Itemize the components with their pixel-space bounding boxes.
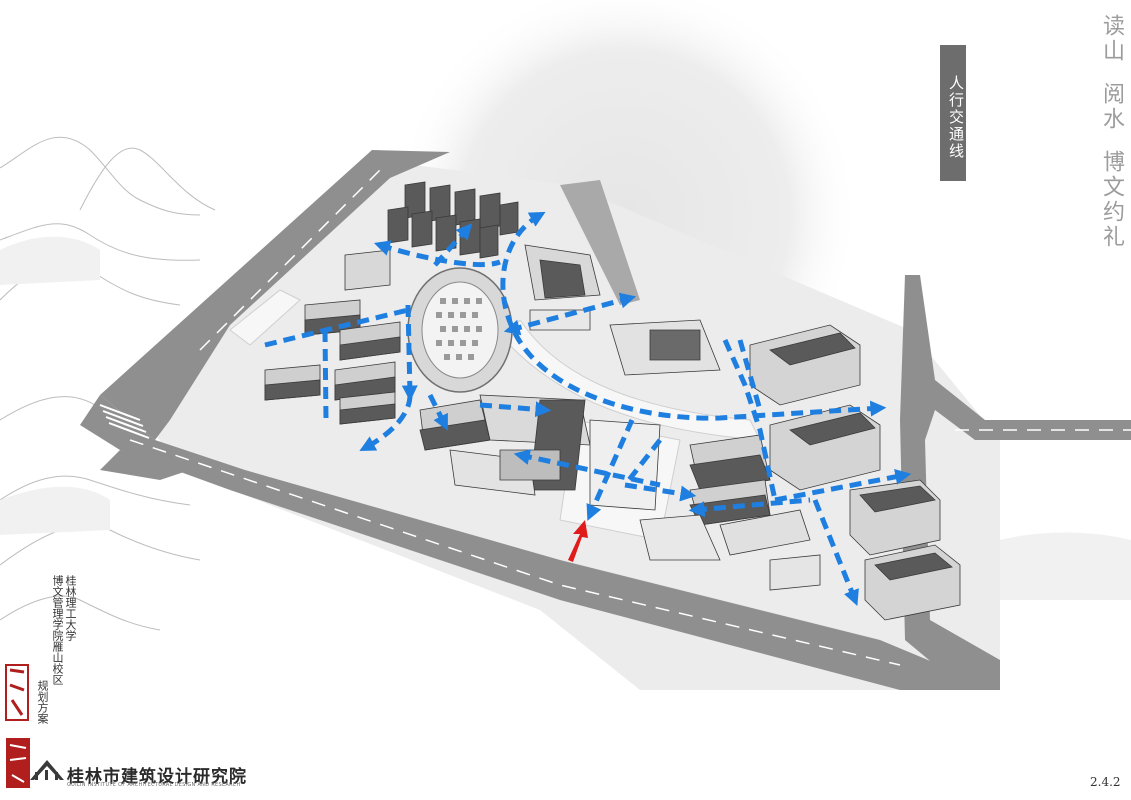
route-main-arc [500,211,887,421]
pedestrian-routes [264,211,912,606]
route-center-south [513,449,661,488]
route-center-down [623,438,662,487]
left-academic-blocks [264,249,401,425]
route-left-vertical [401,304,418,402]
route-dorm-link [433,223,473,267]
route-east-right [774,468,912,503]
poem-line-2: 阅水 [1099,82,1124,132]
route-inner-diagonal [503,292,637,336]
road-markings [129,169,1131,666]
project-name-line-1: 桂林理工大学 [64,575,77,641]
page-number: 2.4.2 [1090,775,1121,789]
page-title: 人行交通线 [940,45,966,181]
route-east-top [737,339,763,411]
route-left-horizontal [264,307,409,348]
route-left-vertical-2 [322,329,329,421]
logo-icon [30,760,64,780]
poem-line-1: 读山 [1099,14,1124,64]
project-name-line-2: 博文管理学院雁山校区 [51,575,64,685]
route-left-lower [359,394,413,452]
ink-mountain-washes [0,236,1131,600]
dormitory-towers [387,181,519,259]
route-entrance-north [586,418,635,521]
route-oval-to-south [427,393,448,431]
crosswalk [99,404,150,439]
central-oval-building [407,267,513,393]
route-east-horizontal [688,497,811,518]
org-name: 桂林市建筑设计研究院 [67,767,247,787]
project-name-line-3: 规划方案 [36,680,49,724]
poem-line-3: 博文约礼 [1099,150,1124,250]
org-name-en: GUILIN INSTITUTE OF ARCHITECTURAL DESIGN… [67,782,241,788]
route-center-east [479,401,552,418]
route-east-vertical [722,338,778,501]
seal-icon [5,664,30,788]
route-east-bottom [624,482,697,502]
entrance-arrow-icon [568,520,588,562]
